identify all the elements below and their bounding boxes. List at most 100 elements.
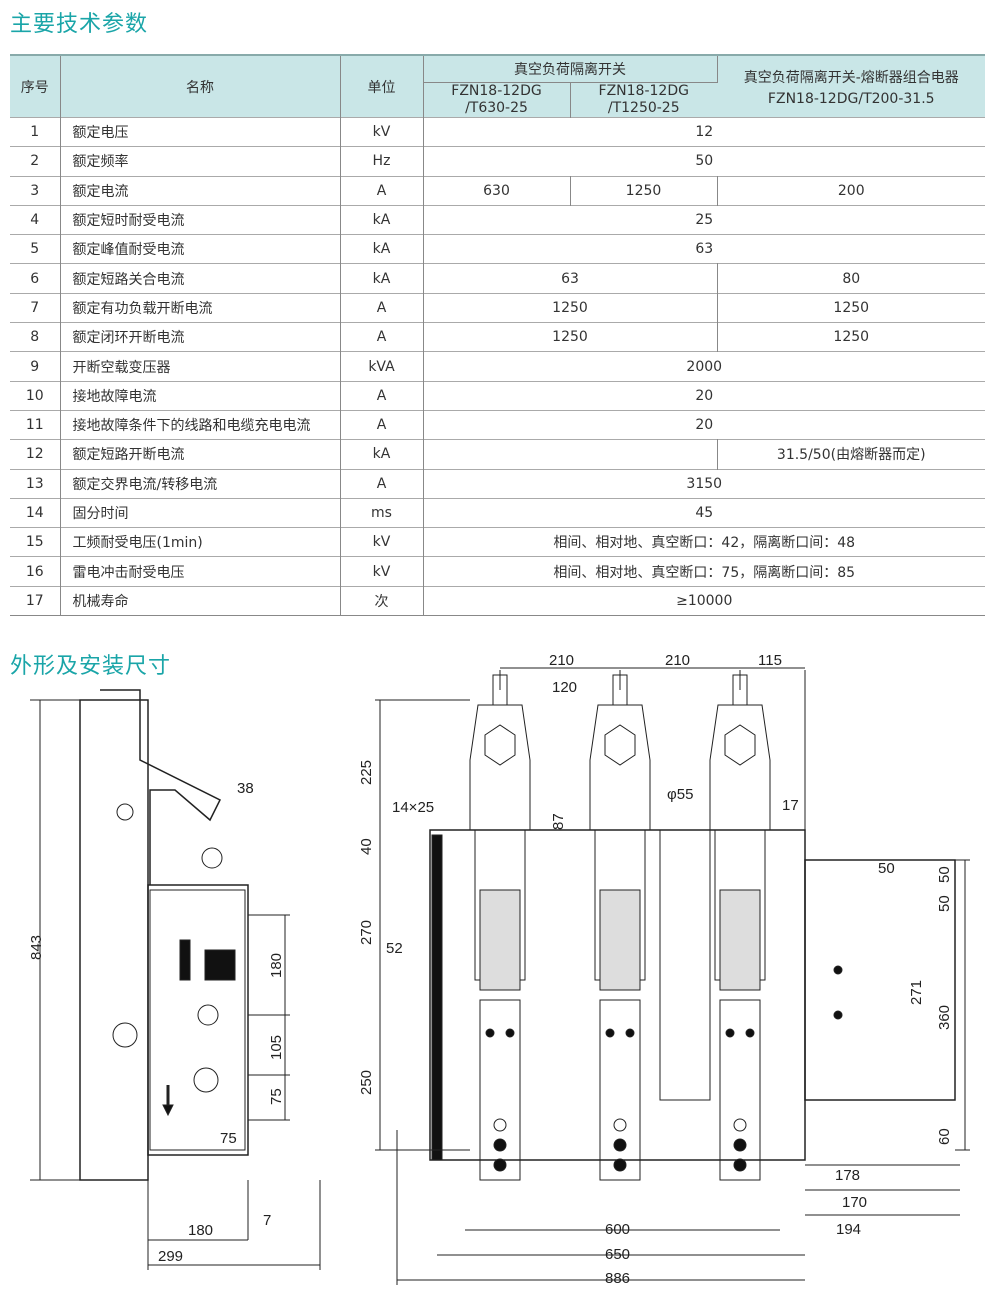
cell-unit: kA bbox=[340, 234, 424, 264]
cell-name: 额定交界电流/转移电流 bbox=[60, 468, 341, 499]
header-no: 序号 bbox=[10, 54, 61, 118]
cell-name: 额定闭环开断电流 bbox=[60, 322, 341, 352]
side-dimension-label: 75 bbox=[220, 1130, 237, 1147]
cell-name: 额定峰值耐受电流 bbox=[60, 234, 341, 264]
section-title-params: 主要技术参数 bbox=[10, 12, 149, 37]
cell-no: 13 bbox=[10, 468, 61, 499]
cell-name: 额定短路关合电流 bbox=[60, 263, 341, 294]
cell-name: 工频耐受电压(1min) bbox=[60, 527, 341, 557]
pole-unit bbox=[709, 674, 771, 1181]
header-unit: 单位 bbox=[340, 54, 424, 118]
cell-name: 接地故障条件下的线路和电缆充电电流 bbox=[60, 409, 341, 440]
cell-no: 11 bbox=[10, 409, 61, 440]
side-dimension-label: 38 bbox=[237, 780, 254, 797]
cell-unit: 次 bbox=[340, 585, 424, 617]
front-dimension-label: φ55 bbox=[667, 786, 694, 803]
cell-no: 6 bbox=[10, 263, 61, 294]
cell-name: 额定有功负载开断电流 bbox=[60, 292, 341, 323]
cell-v: 63 bbox=[423, 234, 985, 264]
cell-name: 额定频率 bbox=[60, 146, 341, 177]
model2b: /T1250-25 bbox=[607, 100, 680, 116]
cell-no: 10 bbox=[10, 380, 61, 411]
pole-unit bbox=[589, 674, 651, 1181]
front-dimension-label: 225 bbox=[358, 759, 375, 785]
cell-unit: kA bbox=[340, 263, 424, 294]
cell-unit: A bbox=[340, 175, 424, 206]
cell-unit: kA bbox=[340, 204, 424, 235]
cell-unit: A bbox=[340, 409, 424, 440]
cell-no: 17 bbox=[10, 585, 61, 617]
cell-v: 45 bbox=[423, 497, 985, 528]
header-name: 名称 bbox=[60, 54, 341, 118]
side-view-drawing bbox=[30, 689, 321, 1270]
cell-no: 12 bbox=[10, 439, 61, 470]
cell-name: 机械寿命 bbox=[60, 585, 341, 617]
cell-ab bbox=[423, 439, 718, 470]
front-dimension-label: 600 bbox=[605, 1221, 631, 1238]
side-dimension-label: 180 bbox=[188, 1222, 214, 1239]
model1a: FZN18-12DG bbox=[451, 83, 542, 99]
cell-name: 额定电流 bbox=[60, 175, 341, 206]
side-dimension-label: 75 bbox=[268, 1088, 285, 1105]
cell-v: 20 bbox=[423, 409, 985, 440]
front-dimension-label: 250 bbox=[358, 1069, 375, 1095]
front-dimension-label: 194 bbox=[836, 1221, 862, 1238]
front-dimension-label: 50 bbox=[936, 866, 953, 883]
cell-unit: kA bbox=[340, 439, 424, 470]
cell-v: 3150 bbox=[423, 468, 985, 499]
section-title-dimensions: 外形及安装尺寸 bbox=[10, 654, 172, 679]
cell-unit: A bbox=[340, 292, 424, 323]
header-model2: FZN18-12DG/T1250-25 bbox=[570, 82, 717, 118]
cell-unit: ms bbox=[340, 497, 424, 528]
cell-b: 1250 bbox=[570, 175, 718, 206]
cell-no: 9 bbox=[10, 351, 61, 382]
cell-c: 1250 bbox=[717, 322, 985, 352]
cell-a: 630 bbox=[423, 175, 571, 206]
cell-no: 4 bbox=[10, 204, 61, 235]
cell-v: 相间、相对地、真空断口：42，隔离断口间：48 bbox=[423, 527, 985, 557]
cell-c: 1250 bbox=[717, 292, 985, 323]
front-dimension-label: 50 bbox=[878, 860, 895, 877]
cell-v: 50 bbox=[423, 146, 985, 177]
cell-ab: 1250 bbox=[423, 292, 718, 323]
front-view-drawing bbox=[375, 667, 970, 1285]
front-dimension-label: 886 bbox=[605, 1270, 631, 1287]
cell-v: 12 bbox=[423, 116, 985, 147]
front-dimension-label: 60 bbox=[936, 1128, 953, 1145]
cell-no: 16 bbox=[10, 556, 61, 587]
cell-v: 20 bbox=[423, 380, 985, 411]
front-dimension-label: 178 bbox=[835, 1167, 861, 1184]
front-dimension-label: 650 bbox=[605, 1246, 631, 1263]
cell-name: 开断空载变压器 bbox=[60, 351, 341, 382]
model1b: /T630-25 bbox=[465, 100, 528, 116]
cell-ab: 1250 bbox=[423, 322, 718, 352]
cell-unit: kV bbox=[340, 527, 424, 557]
front-dimension-label: 170 bbox=[842, 1194, 868, 1211]
model2a: FZN18-12DG bbox=[598, 83, 689, 99]
cell-name: 额定短路开断电流 bbox=[60, 439, 341, 470]
front-dimension-label: 87 bbox=[550, 813, 567, 830]
cell-name: 雷电冲击耐受电压 bbox=[60, 556, 341, 587]
pole-unit bbox=[469, 674, 531, 1181]
cell-no: 15 bbox=[10, 527, 61, 557]
front-dimension-label: 210 bbox=[549, 652, 575, 669]
side-dimension-label: 299 bbox=[158, 1248, 184, 1265]
front-dimension-label: 115 bbox=[758, 652, 782, 669]
cell-c: 200 bbox=[717, 175, 985, 206]
cell-v: 2000 bbox=[423, 351, 985, 382]
front-dimension-label: 40 bbox=[358, 838, 375, 855]
cell-unit: kV bbox=[340, 116, 424, 147]
cell-no: 14 bbox=[10, 497, 61, 528]
